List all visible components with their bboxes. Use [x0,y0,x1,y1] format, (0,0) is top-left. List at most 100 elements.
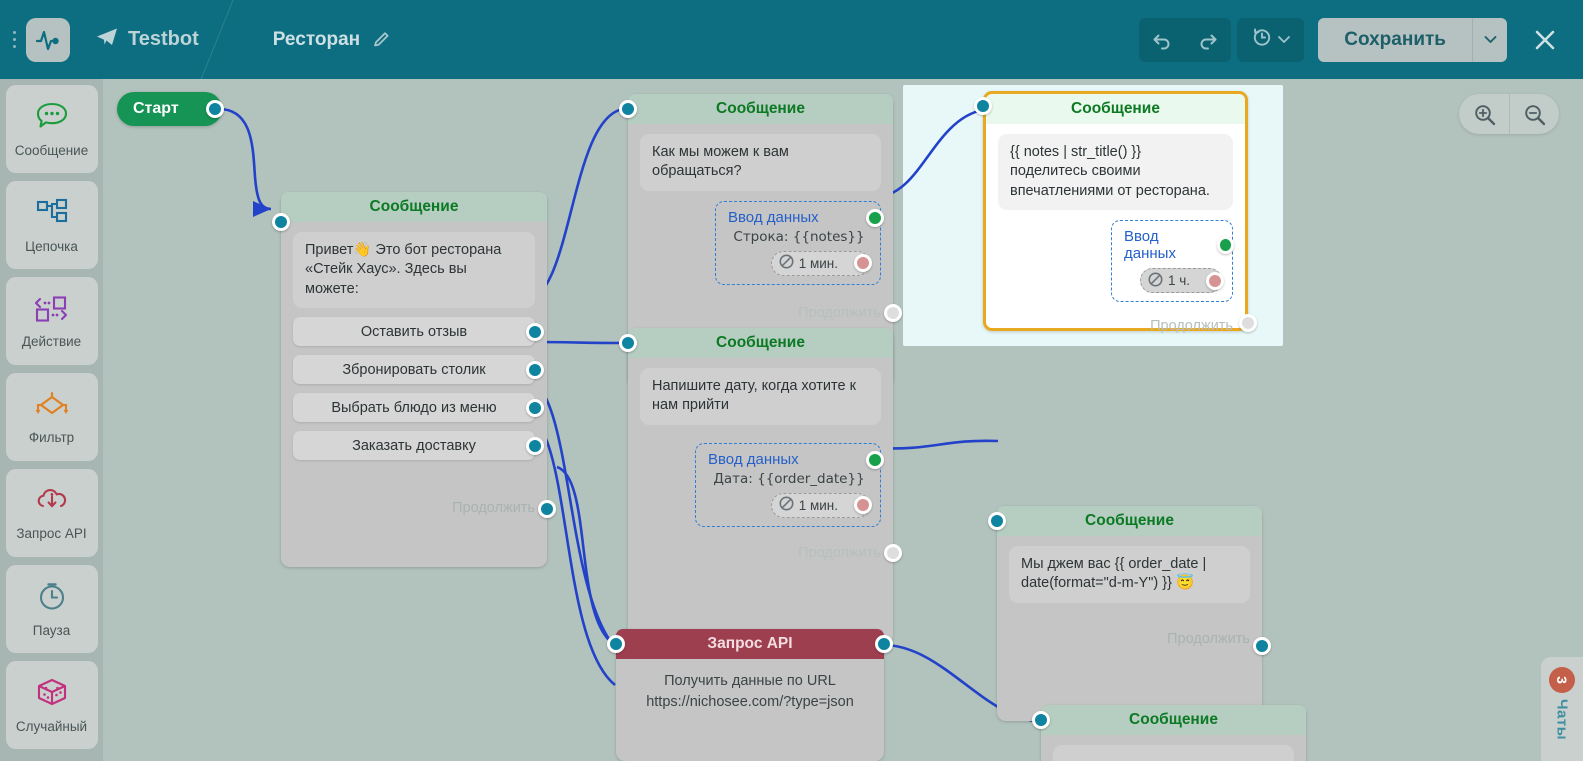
sidebar-item-action[interactable]: Действие [5,277,98,365]
sidebar-item-api-request[interactable]: Запрос API [5,469,98,557]
sidebar-item-label: Пауза [32,622,71,638]
undo-redo-group [1139,17,1232,62]
sidebar-item-filter[interactable]: Фильтр [5,373,98,461]
zoom-out-icon[interactable] [1509,94,1559,134]
sidebar-item-label: Сообщение [14,142,89,158]
flow-canvas[interactable]: Старт Сообщение Привет👋 Это бот ресторан… [103,79,1583,761]
sidebar-item-pause[interactable]: Пауза [5,565,98,653]
choice-output-port[interactable] [526,322,544,341]
start-node[interactable]: Старт [117,92,224,126]
close-x-icon[interactable] [1525,18,1565,62]
node-input-port[interactable] [607,635,625,653]
drag-dots-icon[interactable] [6,25,22,55]
choice-button-4[interactable]: Заказать доставку [293,431,544,461]
collect-input-block[interactable]: Ввод данных Строка: {{notes}} 1 мин. [715,200,884,285]
node-continue-row[interactable]: Продолжить [986,310,1257,344]
sidebar-item-message[interactable]: Сообщение [5,85,98,173]
block-palette-sidebar: Сообщение Цепочка [0,79,103,761]
choice-button-2[interactable]: Збронировать столик [293,355,544,385]
timeout-label: 1 мин. [798,497,838,513]
timeout-label: 1 ч. [1167,273,1190,289]
save-dropdown-chevron-down-icon[interactable] [1473,17,1507,62]
app-header: Testbot Ресторан [0,0,1583,79]
node-continue-row[interactable]: Продолжить [281,492,556,526]
redo-arrow-icon[interactable] [1185,18,1231,62]
undo-arrow-icon[interactable] [1139,18,1185,62]
node-continue-row[interactable]: Продолжить [997,623,1271,657]
node-input-port[interactable] [619,100,637,118]
node-input-port[interactable] [272,213,290,231]
choice-output-port[interactable] [526,436,544,455]
chevron-down-icon [1278,31,1291,49]
version-history-button[interactable] [1237,17,1305,62]
node-output-port[interactable] [1239,314,1257,333]
sidebar-item-random[interactable]: Случайный [5,661,98,749]
message-bubble: Как мы можем к вам обращаться? [640,134,881,191]
node-title: Сообщение [369,198,459,215]
zoom-in-icon[interactable] [1459,94,1509,134]
node-message-bottom[interactable]: Сообщение [1032,705,1306,761]
node-body: Мы джем вас {{ order_date | date(format=… [997,536,1262,609]
node-input-port[interactable] [974,97,992,115]
api-description: Получить данные по URL [664,673,836,689]
chats-unread-badge: 3 [1549,667,1575,693]
sidebar-item-label: Действие [21,333,82,349]
node-title: Сообщение [716,100,805,117]
node-message-ask-date[interactable]: Сообщение Напишите дату, когда хотите к … [619,328,902,644]
chats-side-tab[interactable]: 3 Чаты [1541,657,1583,761]
message-bubble: Напишите дату, когда хотите к нам прийти [640,368,881,425]
node-header: Сообщение [281,192,547,222]
choice-button-3[interactable]: Выбрать блюдо из меню [293,393,544,423]
message-bubble: {{ notes | str_title() }} поделитесь сво… [998,134,1233,211]
node-output-port[interactable] [884,543,902,562]
choice-output-port[interactable] [526,398,544,417]
choice-label: Выбрать блюдо из меню [331,399,497,416]
save-button[interactable]: Сохранить [1318,17,1473,62]
node-header: Сообщение [997,506,1262,536]
timeout-label: 1 мин. [798,255,838,271]
breadcrumb-separator [221,0,281,79]
node-header: Сообщение [986,94,1245,124]
choice-output-port[interactable] [526,360,544,379]
sidebar-item-label: Фильтр [28,429,75,445]
collect-input-block[interactable]: Ввод данных 1 ч. [1111,220,1234,303]
node-body: Напишите дату, когда хотите к нам прийти… [628,358,893,533]
node-output-port[interactable] [538,500,556,519]
node-input-port[interactable] [1032,711,1050,729]
sidebar-item-chain[interactable]: Цепочка [5,181,98,269]
collect-timeout[interactable]: 1 мин. [770,250,872,276]
collect-success-port[interactable] [866,208,884,227]
collect-timeout-port[interactable] [1206,271,1224,290]
pencil-icon[interactable] [372,30,391,49]
node-input-port[interactable] [988,512,1006,530]
node-input-port[interactable] [619,334,637,352]
flow-name-label: Ресторан [272,28,361,50]
node-output-port[interactable] [1253,636,1271,655]
collect-timeout-port[interactable] [854,496,872,515]
collect-success-port[interactable] [866,450,884,469]
node-continue-row[interactable]: Продолжить [628,297,902,331]
collect-timeout-port[interactable] [854,254,872,273]
dice-cube-icon [35,677,69,712]
node-message-welcome[interactable]: Сообщение Привет👋 Это бот ресторана «Сте… [272,192,556,567]
node-continue-row[interactable]: Продолжить [628,537,902,571]
node-api-request[interactable]: Запрос API Получить данные по URL https:… [607,629,893,761]
node-message-confirm-date[interactable]: Сообщение Мы джем вас {{ order_date | da… [988,506,1271,721]
collect-success-port[interactable] [1217,236,1234,255]
choice-label: Збронировать столик [342,361,486,378]
choice-button-1[interactable]: Оставить отзыв [293,317,544,347]
node-message-feedback[interactable]: Сообщение {{ notes | str_title() }} поде… [974,91,1257,334]
start-output-port[interactable] [206,100,224,118]
chats-tab-label: Чаты [1553,699,1571,741]
node-output-port[interactable] [884,303,902,322]
node-output-port[interactable] [875,635,893,653]
flow-chain-icon [35,197,69,232]
sidebar-item-label: Случайный [15,718,88,734]
api-url: https://nichosee.com/?type=json [646,694,854,710]
breadcrumb-bot[interactable]: Testbot [96,27,199,53]
collect-timeout[interactable]: 1 ч. [1139,268,1224,294]
collect-input-block[interactable]: Ввод данных Дата: {{order_date}} 1 мин. [695,442,884,527]
pulse-logo-icon[interactable] [26,17,70,62]
collect-timeout[interactable]: 1 мин. [770,492,872,518]
clock-history-icon [1251,26,1273,53]
